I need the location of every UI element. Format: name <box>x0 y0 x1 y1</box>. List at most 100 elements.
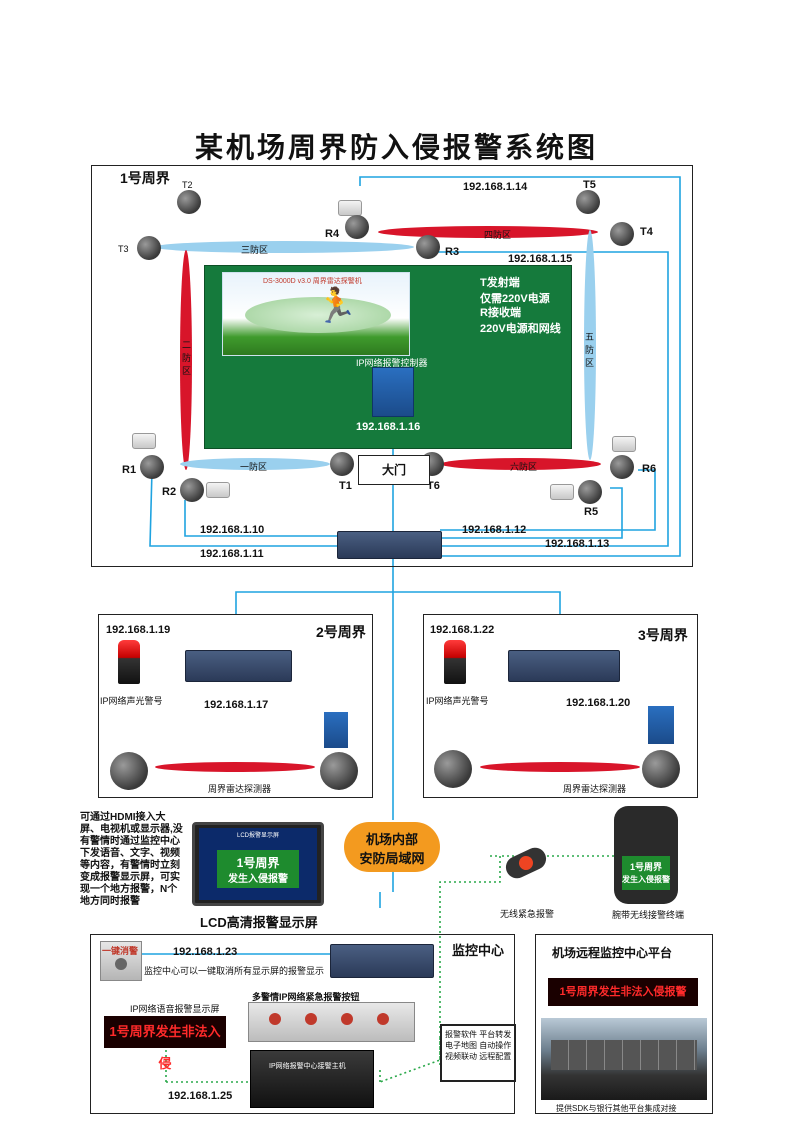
label-t6: T6 <box>427 480 440 492</box>
lcd-caption: LCD高清报警显示屏 <box>200 915 318 930</box>
radar-beam <box>245 297 391 333</box>
lcd-alert: 1号周界 发生入侵报警 <box>217 850 299 888</box>
camera-r4 <box>338 200 362 216</box>
ip-25: 192.168.1.25 <box>168 1090 233 1102</box>
photo-caption: DS-3000D v3.0 周界雷达探警机 <box>263 278 362 285</box>
panel-button-4[interactable] <box>377 1013 389 1025</box>
lan-line1: 机场内部 <box>365 832 418 847</box>
voice-display: 1号周界发生非法入侵 <box>104 1016 226 1071</box>
label-t3: T3 <box>118 244 129 254</box>
ip-12: 192.168.1.12 <box>462 524 527 536</box>
note-transmitter: T发射端 仅需220V电源 <box>480 277 550 305</box>
sensor-t5 <box>576 190 600 214</box>
label-r5: R5 <box>584 506 599 518</box>
watch-line2: 发生入侵报警 <box>622 875 670 884</box>
alarm-host-label: IP网络报警中心接警主机 <box>269 1063 346 1070</box>
label-t1: T1 <box>339 480 352 492</box>
video-wall <box>551 1040 697 1070</box>
perimeter1-box <box>91 165 693 567</box>
remote-center-label: 机场远程监控中心平台 <box>552 946 673 960</box>
zone-6: 六防区 <box>510 462 538 472</box>
perimeter3-detector-label: 周界雷达探测器 <box>563 784 627 794</box>
network-switch-3 <box>508 650 620 682</box>
zone-2: 二防区 <box>182 340 192 376</box>
perimeter2-detector-label: 周界雷达探测器 <box>208 784 272 794</box>
network-switch-center <box>330 944 434 978</box>
sensor-r6 <box>610 455 634 479</box>
ip-11: 192.168.1.11 <box>200 548 264 560</box>
voice-display-label: IP网络语音报警显示屏 <box>130 1004 220 1014</box>
sensor-t2 <box>177 190 201 214</box>
controller-ip: 192.168.1.16 <box>356 421 421 433</box>
alarm-controller <box>372 367 414 417</box>
page-title: 某机场周界防入侵报警系统图 <box>194 132 598 163</box>
sensor-p2-left <box>110 752 148 790</box>
perimeter3-ip-top: 192.168.1.22 <box>430 624 495 636</box>
sensor-r1 <box>140 455 164 479</box>
label-r1: R1 <box>122 464 137 476</box>
panel-button-3[interactable] <box>341 1013 353 1025</box>
cancel-note: 监控中心可以一键取消所有显示屏的报警显示 <box>144 966 325 976</box>
siren-3 <box>444 640 466 684</box>
cancel-button[interactable]: 一键消警 <box>100 941 142 981</box>
siren-2 <box>118 640 140 684</box>
lan-bubble: 机场内部 安防局域网 <box>344 822 440 872</box>
control-room-photo <box>541 1018 707 1100</box>
perimeter2-label: 2号周界 <box>316 624 366 640</box>
lcd-line2: 发生入侵报警 <box>228 874 288 885</box>
perimeter3-label: 3号周界 <box>638 627 688 643</box>
sensor-r3 <box>416 235 440 259</box>
label-r2: R2 <box>162 486 177 498</box>
panel-title: 多警情IP网络紧急报警按钮 <box>252 992 360 1002</box>
note-receiver: R接收端 220V电源和网线 <box>480 307 561 335</box>
lcd-display: LCD报警显示屏 1号周界 发生入侵报警 <box>192 822 324 906</box>
ip-23: 192.168.1.23 <box>173 946 238 958</box>
perimeter2-ip-top: 192.168.1.19 <box>106 624 171 636</box>
sensor-t4 <box>610 222 634 246</box>
watch-terminal: 1号周界 发生入侵报警 <box>614 806 678 904</box>
label-t4: T4 <box>640 226 653 238</box>
zone-3: 三防区 <box>241 245 269 255</box>
panel-button-1[interactable] <box>269 1013 281 1025</box>
sensor-r5 <box>578 480 602 504</box>
sensor-t3 <box>137 236 161 260</box>
software-list: 报警软件 平台转发 电子地图 自动操作 视频联动 远程配置 <box>445 1030 512 1061</box>
emergency-panel <box>248 1002 415 1042</box>
watch-screen: 1号周界 发生入侵报警 <box>622 856 670 890</box>
zone-5: 五防区 <box>585 332 595 368</box>
perimeter3-ip-mid: 192.168.1.20 <box>566 697 631 709</box>
ip-10: 192.168.1.10 <box>200 524 265 536</box>
lcd-line1: 1号周界 <box>236 856 280 870</box>
remote-banner: 1号周界发生非法入侵报警 <box>548 978 698 1006</box>
controller-2 <box>324 712 348 748</box>
ip-14: 192.168.1.14 <box>463 181 528 193</box>
panel-button-2[interactable] <box>305 1013 317 1025</box>
remote-caption: 提供SDK与银行其他平台集成对接 <box>556 1104 677 1113</box>
hdmi-note: 可通过HDMI接入大屏、电视机或显示器,没有警情时通过监控中心下发语音、文字、视… <box>80 812 183 907</box>
monitor-center-label: 监控中心 <box>452 943 505 958</box>
lan-line2: 安防局域网 <box>359 851 425 866</box>
perimeter2-alarm-label: IP网络声光警号 <box>100 696 163 706</box>
software-monitor: 报警软件 平台转发 电子地图 自动操作 视频联动 远程配置 <box>440 1024 516 1082</box>
radar-photo: 🏃 DS-3000D v3.0 周界雷达探警机 <box>222 272 410 356</box>
zone-4: 四防区 <box>484 230 512 240</box>
sensor-p3-left <box>434 750 472 788</box>
label-r3: R3 <box>445 246 460 258</box>
perimeter1-label: 1号周界 <box>120 170 170 186</box>
label-t2: T2 <box>182 180 193 190</box>
sensor-r2 <box>180 478 204 502</box>
gate: 大门 <box>358 455 430 485</box>
controller-label: IP网络报警控制器 <box>356 358 428 368</box>
zone-1: 一防区 <box>240 462 268 472</box>
label-t5: T5 <box>583 179 596 191</box>
wireless-button-red <box>516 853 536 873</box>
lcd-header: LCD报警显示屏 <box>237 833 280 839</box>
watch-line1: 1号周界 <box>629 862 662 872</box>
sensor-r4 <box>345 215 369 239</box>
cancel-button-knob <box>115 958 127 970</box>
lcd-screen: LCD报警显示屏 1号周界 发生入侵报警 <box>199 828 317 900</box>
camera-r2 <box>206 482 230 498</box>
network-switch-2 <box>185 650 292 682</box>
wireless-button-label: 无线紧急报警 <box>500 909 555 919</box>
